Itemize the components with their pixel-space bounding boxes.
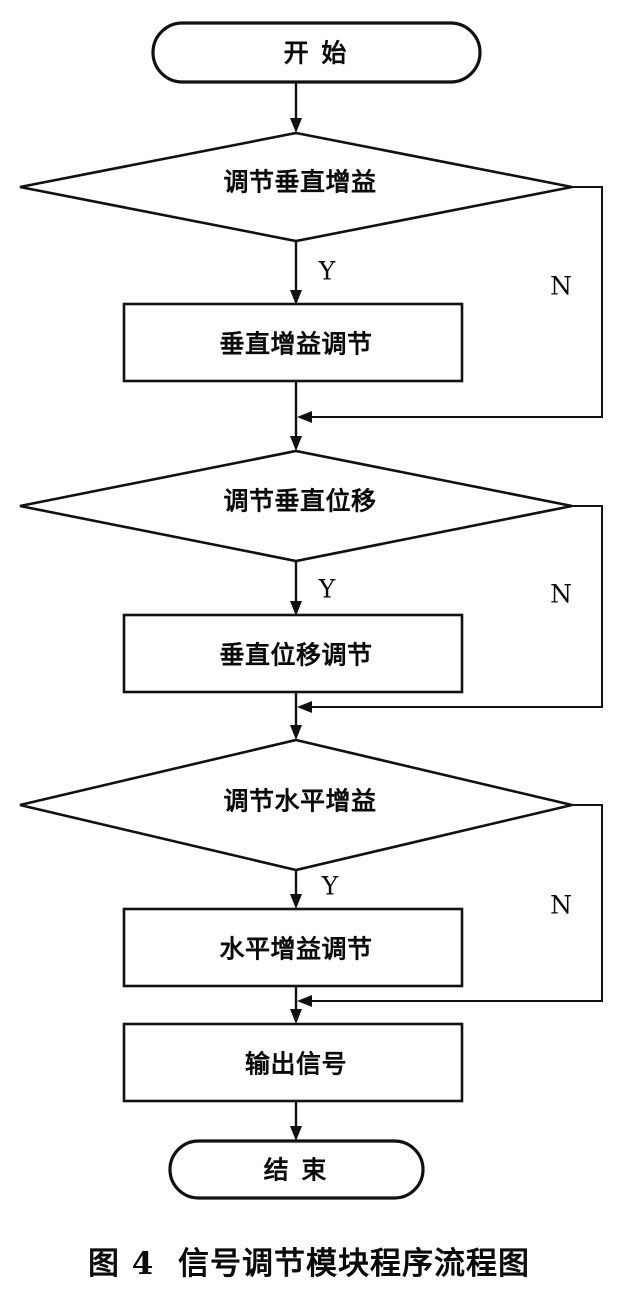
figure-caption: 图 4 信号调节模块程序流程图 (88, 1246, 530, 1282)
node-start: 开 始 (151, 21, 482, 84)
decision3-label: 调节水平增益 (223, 787, 376, 816)
edge-path (308, 186, 603, 418)
node-process-horizontal-gain-adjust: 水平增益调节 (122, 907, 464, 988)
edge-dec2-yes: Y (290, 561, 336, 616)
end-terminator-label: 结 束 (264, 1156, 329, 1185)
output-box-shape (122, 1022, 464, 1103)
node-process-vertical-gain-adjust: 垂直增益调节 (122, 302, 464, 383)
output-label: 输出信号 (245, 1050, 347, 1079)
node-process-vertical-position-adjust: 垂直位移调节 (122, 613, 464, 694)
edge-path (308, 505, 603, 708)
start-terminator-shape (151, 21, 482, 84)
arrow-head-icon (290, 1126, 302, 1141)
edge-proc3-to-output (290, 986, 302, 1024)
arrow-head-icon (290, 894, 302, 909)
node-decision-vertical-position: 调节垂直位移 (19, 449, 573, 563)
edge-dec3-yes: Y (290, 870, 339, 909)
edge-proc1-to-merge (290, 381, 302, 451)
branch-label-yes-1: Y (318, 257, 336, 286)
arrow-head-icon (297, 411, 312, 423)
decision1-label: 调节垂直增益 (223, 168, 376, 197)
arrow-head-icon (290, 1009, 302, 1024)
node-decision-vertical-gain: 调节垂直增益 (19, 131, 573, 243)
edge-output-to-end (290, 1101, 302, 1141)
edge-dec3-no: N (297, 804, 603, 1007)
branch-label-no-2: N (550, 580, 572, 609)
branch-label-yes-2: Y (318, 575, 336, 604)
process1-box-shape (122, 302, 464, 383)
node-decision-horizontal-gain: 调节水平增益 (19, 738, 573, 872)
edge-proc2-to-dec3 (290, 692, 302, 740)
process3-box-shape (122, 907, 464, 988)
edge-dec1-no: N (297, 186, 603, 423)
end-terminator-shape (168, 1139, 425, 1200)
process2-box-shape (122, 613, 464, 694)
arrow-head-icon (290, 601, 302, 616)
arrow-head-icon (290, 290, 302, 305)
edge-path (308, 804, 603, 1002)
branch-label-no-1: N (550, 272, 572, 301)
branch-label-yes-3: Y (321, 872, 339, 901)
decision2-label: 调节垂直位移 (223, 487, 376, 516)
arrow-head-icon (290, 436, 302, 451)
node-process-output-signal: 输出信号 (122, 1022, 464, 1103)
arrow-head-icon (290, 118, 302, 133)
arrow-head-icon (297, 701, 312, 713)
start-terminator-label: 开 始 (284, 39, 349, 68)
edge-dec1-yes: Y (290, 241, 336, 305)
node-end: 结 束 (168, 1139, 425, 1200)
edge-dec2-no: N (297, 505, 603, 713)
process1-label: 垂直增益调节 (219, 330, 372, 359)
process2-label: 垂直位移调节 (219, 641, 372, 670)
arrow-head-icon (297, 995, 312, 1007)
arrow-head-icon (290, 725, 302, 740)
edge-start-to-dec1 (290, 82, 302, 133)
branch-label-no-3: N (550, 891, 572, 920)
process3-label: 水平增益调节 (219, 935, 372, 964)
